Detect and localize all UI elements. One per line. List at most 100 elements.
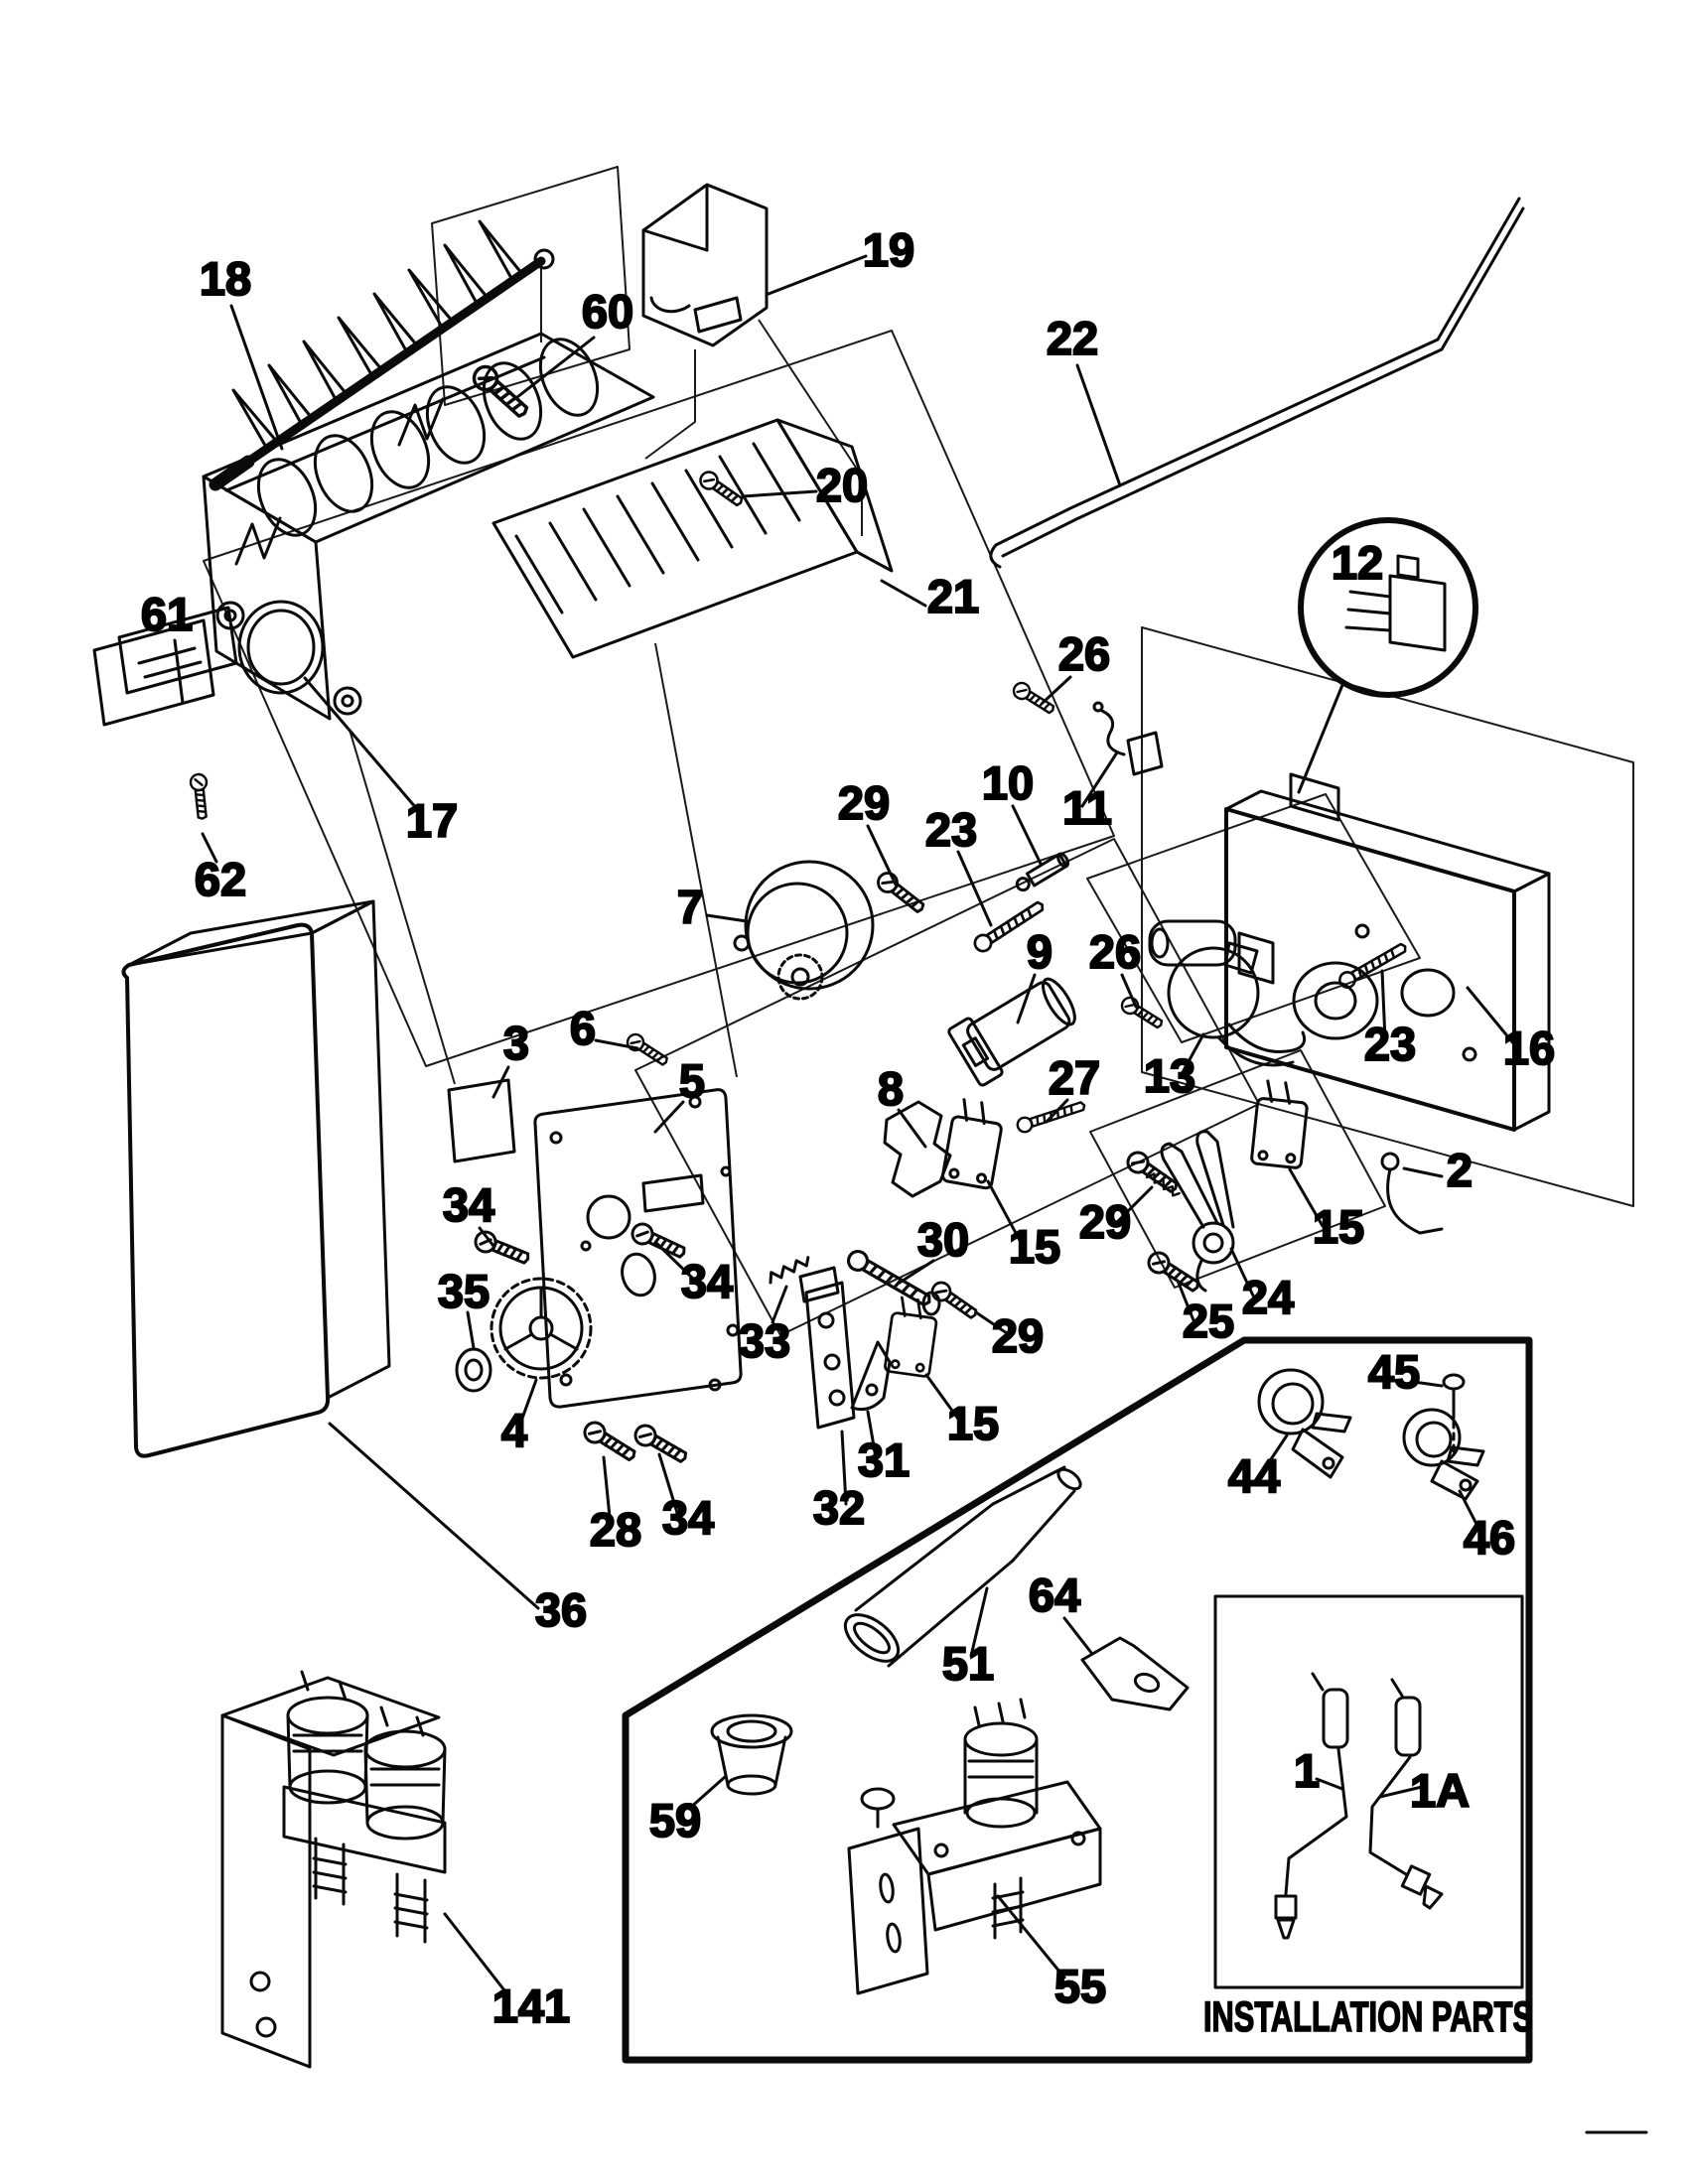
part-22-fill-tube xyxy=(989,197,1525,569)
leader-46 xyxy=(1458,1489,1483,1536)
part-label-44: 44 xyxy=(1228,1449,1280,1502)
supply-tube-box xyxy=(1213,1594,1524,1989)
leader-45 xyxy=(1412,1380,1444,1388)
part-label-11: 11 xyxy=(1062,781,1112,834)
leader-8 xyxy=(897,1108,927,1149)
part-label-34: 34 xyxy=(443,1178,494,1231)
part-label-28: 28 xyxy=(590,1503,641,1556)
leader-28 xyxy=(602,1455,613,1529)
leader-7 xyxy=(705,913,749,923)
leader-17 xyxy=(303,676,419,811)
part-label-16: 16 xyxy=(1503,1022,1555,1074)
leader-4 xyxy=(517,1378,538,1429)
parts-layer xyxy=(92,183,1648,2134)
part-label-61: 61 xyxy=(141,588,193,640)
leader-1A xyxy=(1378,1785,1424,1799)
part-label-24: 24 xyxy=(1242,1271,1294,1323)
leader-21 xyxy=(880,579,927,608)
part-label-13: 13 xyxy=(1144,1049,1195,1102)
leader-141 xyxy=(443,1912,510,1997)
leader-60 xyxy=(515,336,596,399)
part-61-bracket xyxy=(92,606,238,727)
leader-64 xyxy=(1062,1616,1094,1656)
leader-3 xyxy=(491,1065,510,1099)
leader-27 xyxy=(1045,1098,1069,1124)
leader-51 xyxy=(969,1586,989,1658)
part-51-tube xyxy=(843,1465,1082,1668)
part-label-64: 64 xyxy=(1029,1569,1080,1621)
leader-55 xyxy=(996,1894,1066,1979)
leader-9 xyxy=(1016,973,1037,1024)
part-label-59: 59 xyxy=(649,1794,701,1846)
installation-parts-boundary xyxy=(622,1336,1533,2064)
leader-10 xyxy=(1011,804,1043,866)
part-label-10: 10 xyxy=(982,756,1034,809)
guide-planes xyxy=(203,166,1634,1336)
part-label-3: 3 xyxy=(503,1017,529,1069)
part-30-screw xyxy=(843,1246,941,1316)
part-24-fork-lever xyxy=(1160,1130,1235,1293)
part-label-8: 8 xyxy=(878,1062,904,1115)
leader-19 xyxy=(767,254,868,296)
leader-1 xyxy=(1315,1777,1344,1791)
part-44-clamp xyxy=(1257,1368,1352,1479)
leader-62 xyxy=(201,832,218,864)
part-label-20: 20 xyxy=(816,459,868,511)
part-label-19: 19 xyxy=(863,223,914,276)
leader-15 xyxy=(924,1373,962,1424)
part-64-bracket xyxy=(1080,1636,1190,1711)
part-8-actuator xyxy=(883,1100,952,1198)
part-17-mold xyxy=(202,332,655,721)
part-5-mounting-plate xyxy=(533,1088,743,1409)
part-9-solenoid xyxy=(947,977,1076,1087)
leader-24 xyxy=(1229,1247,1255,1297)
part-label-6: 6 xyxy=(570,1002,596,1054)
part-label-29: 29 xyxy=(1079,1195,1131,1248)
part-label-36: 36 xyxy=(535,1583,587,1636)
part-16-module-housing xyxy=(1148,772,1551,1132)
part-label-15: 15 xyxy=(1009,1220,1060,1273)
leader-6 xyxy=(594,1038,639,1050)
part-label-32: 32 xyxy=(813,1481,865,1534)
part-label-1A: 1A xyxy=(1410,1764,1470,1817)
part-label-60: 60 xyxy=(582,285,633,338)
part-label-34: 34 xyxy=(662,1491,714,1544)
part-label-34: 34 xyxy=(681,1255,733,1307)
part-19-fill-cup xyxy=(641,183,769,347)
leader-13 xyxy=(1180,1032,1205,1076)
part-label-141: 141 xyxy=(492,1979,570,2032)
leader-23 xyxy=(1380,969,1387,1042)
part-13-thermostat xyxy=(1167,941,1307,1067)
part-label-25: 25 xyxy=(1183,1295,1234,1347)
part-label-46: 46 xyxy=(1464,1511,1515,1564)
leader-22 xyxy=(1075,363,1122,487)
leader-20 xyxy=(741,489,818,498)
leader-18 xyxy=(229,304,284,451)
part-3-pad xyxy=(447,1078,516,1163)
leader-23 xyxy=(956,850,993,927)
part-1-supply-tube xyxy=(1274,1672,1349,1940)
part-label-26: 26 xyxy=(1058,627,1110,680)
part-label-31: 31 xyxy=(858,1433,910,1486)
leader-30 xyxy=(898,1259,935,1285)
part-label-9: 9 xyxy=(1027,925,1052,978)
part-141-water-valve xyxy=(220,1670,447,2069)
leader-31 xyxy=(866,1410,878,1459)
leader-29 xyxy=(1114,1185,1154,1225)
part-label-29: 29 xyxy=(838,776,890,829)
leader-5 xyxy=(653,1100,685,1134)
leader-2 xyxy=(1402,1166,1444,1178)
part-label-15: 15 xyxy=(947,1397,999,1449)
part-2-wire xyxy=(1380,1152,1444,1235)
part-label-22: 22 xyxy=(1047,312,1098,364)
leader-33 xyxy=(771,1285,788,1324)
part-7-motor xyxy=(733,860,875,1001)
part-label-26: 26 xyxy=(1089,925,1141,978)
part-46-clamp xyxy=(1402,1408,1485,1501)
part-label-15: 15 xyxy=(1313,1200,1364,1253)
part-label-7: 7 xyxy=(677,881,703,933)
